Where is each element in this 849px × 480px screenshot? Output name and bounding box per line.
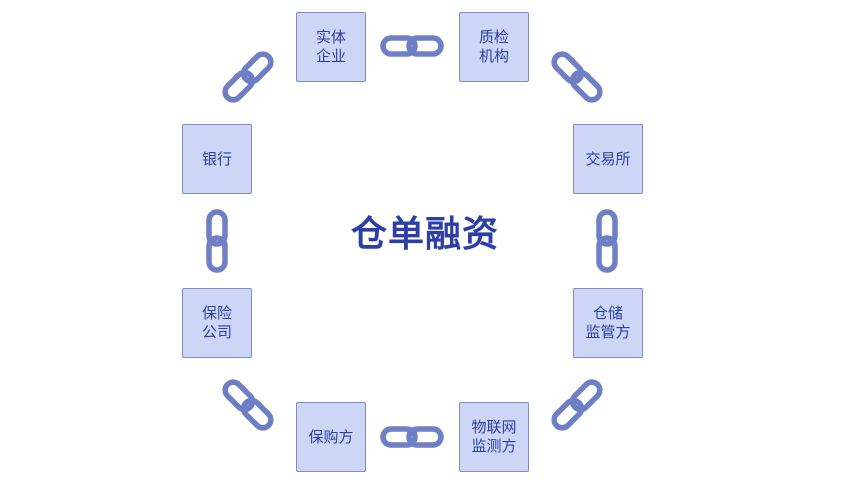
node-label-line2: 企业 (315, 47, 346, 65)
chain-link-icon-bottom-left (222, 379, 274, 431)
node-label-line1: 保险 (201, 304, 232, 322)
node-label-line2: 机构 (478, 47, 509, 65)
node-real-enterprise: 实体 企业 (296, 12, 366, 82)
node-iot-monitor: 物联网 监测方 (459, 402, 529, 472)
node-label-line1: 仓储 (592, 304, 623, 322)
chain-link-icon-left (206, 209, 228, 273)
node-label-line1: 质检 (478, 28, 509, 46)
node-label-line1: 银行 (201, 149, 232, 168)
chain-link-icon-top (380, 35, 444, 57)
chain-link-icon-top-left (222, 51, 274, 103)
node-label-line1: 保购方 (308, 427, 354, 446)
node-exchange: 交易所 (573, 124, 643, 194)
node-quality-inspection: 质检 机构 (459, 12, 529, 82)
node-label-line2: 公司 (201, 323, 232, 341)
node-label-line1: 物联网 (471, 418, 517, 436)
node-label-line1: 实体 (315, 28, 346, 46)
node-guaranteed-buyer: 保购方 (296, 402, 366, 472)
chain-link-icon-bottom (380, 426, 444, 448)
node-warehouse-supervisor: 仓储 监管方 (573, 288, 643, 358)
chain-link-icon-bottom-right (551, 379, 603, 431)
node-label-line2: 监管方 (585, 323, 631, 341)
chain-link-icon-top-right (551, 51, 603, 103)
diagram-title: 仓单融资 (350, 214, 499, 255)
node-insurance-company: 保险 公司 (182, 288, 252, 358)
chain-link-icon-right (596, 209, 618, 273)
node-label-line1: 交易所 (585, 149, 631, 168)
node-bank: 银行 (182, 124, 252, 194)
node-label-line2: 监测方 (471, 437, 517, 455)
